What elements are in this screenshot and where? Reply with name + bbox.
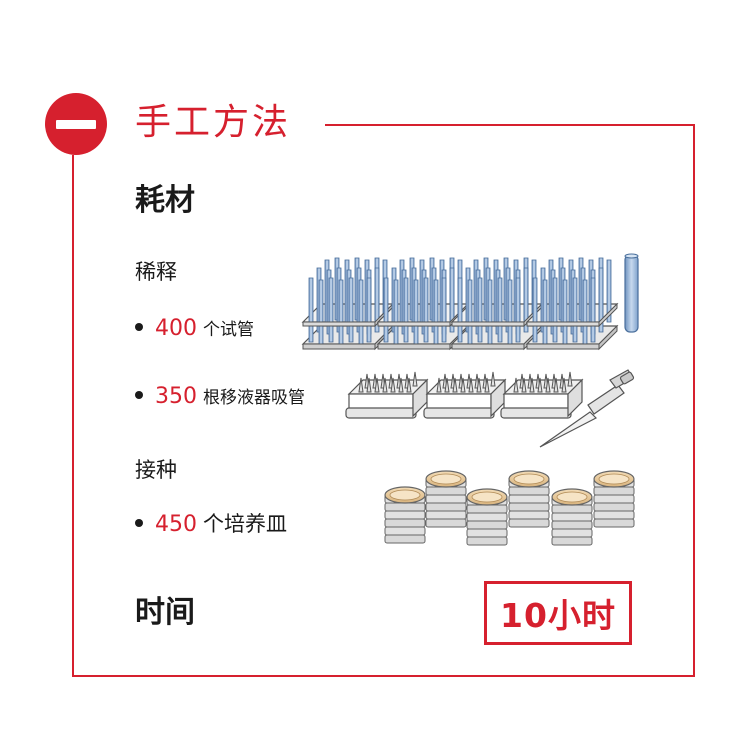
- bullet-dot: [135, 519, 143, 527]
- pipette-tip-box-icon: [500, 371, 583, 419]
- dish-unit: 个培养皿: [203, 512, 287, 536]
- petri-dish-stack-icon: [466, 488, 508, 546]
- frame-left-line: [72, 155, 74, 677]
- pipette-count: 350: [155, 384, 197, 409]
- time-badge: 10小时: [484, 581, 632, 645]
- list-item-dishes: 450 个培养皿: [135, 508, 287, 538]
- frame-bottom-line: [72, 675, 695, 677]
- frame-top-line: [325, 124, 695, 126]
- inoculation-title: 接种: [135, 458, 177, 482]
- bullet-dot: [135, 391, 143, 399]
- pipette-unit: 根移液器吸管: [203, 388, 305, 408]
- petri-dish-stack-icon: [425, 470, 467, 528]
- test-tube-rack-icon: [302, 257, 394, 350]
- tube-unit: 个试管: [203, 320, 254, 340]
- consumables-title: 耗材: [135, 183, 195, 218]
- petri-dish-stack-icon: [593, 470, 635, 528]
- time-title: 时间: [135, 595, 195, 630]
- pipette-tip-box-icon: [423, 371, 506, 419]
- page-title: 手工方法: [135, 102, 292, 143]
- bullet-dot: [135, 323, 143, 331]
- list-item-pipettes: 350 根移液器吸管: [135, 383, 305, 409]
- petri-dish-stack-icon: [508, 470, 550, 528]
- frame-right-line: [693, 124, 695, 677]
- single-test-tube-icon: [624, 253, 639, 333]
- list-item-tubes: 400 个试管: [135, 315, 254, 341]
- petri-dish-stack-icon: [551, 488, 593, 546]
- dilution-title: 稀释: [135, 260, 177, 284]
- petri-dish-stack-icon: [384, 486, 426, 544]
- pipette-icon: [539, 369, 635, 448]
- dish-count: 450: [155, 512, 197, 537]
- pipette-tip-box-icon: [345, 371, 428, 419]
- minus-circle-icon: [45, 93, 107, 155]
- tube-count: 400: [155, 316, 197, 341]
